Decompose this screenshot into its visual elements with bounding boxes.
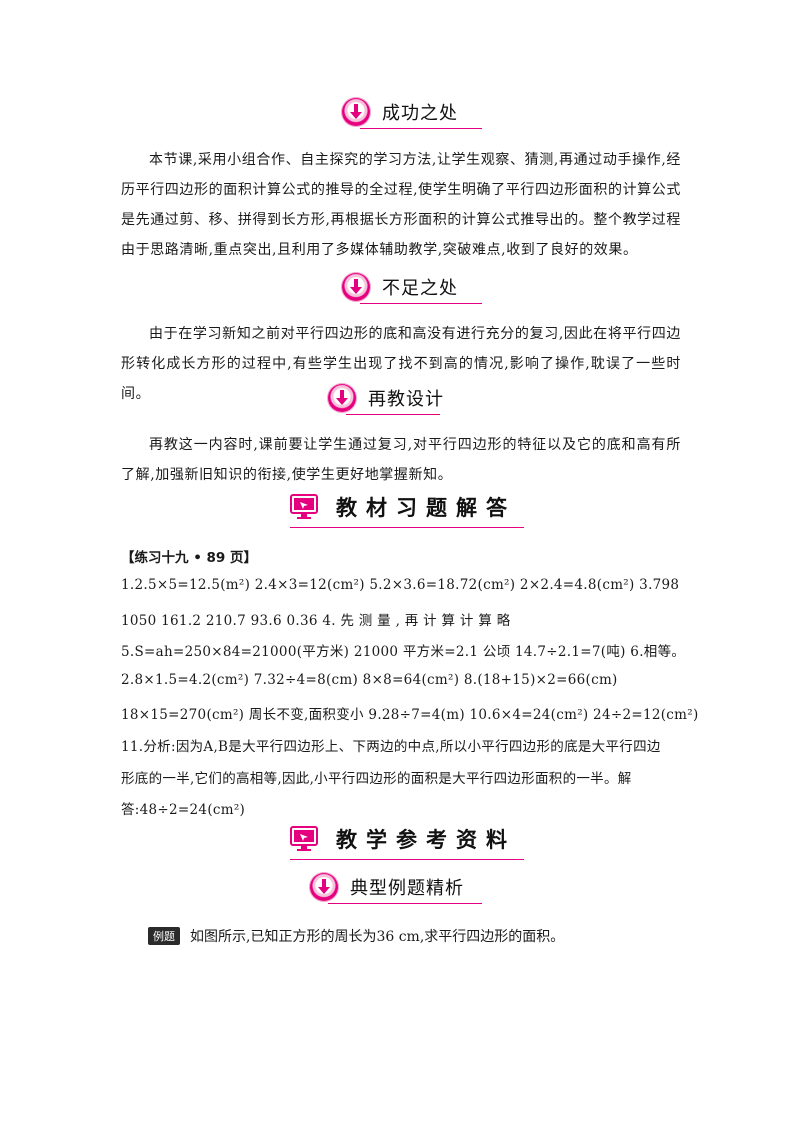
monitor-icon [290, 826, 318, 851]
section-underline [290, 526, 524, 528]
paragraph-redesign: 再教这一内容时,课前要让学生通过复习,对平行四边形的特征以及它的底和高有所了解,… [121, 437, 681, 483]
section-header-answers: 教材习题解答 [290, 492, 524, 528]
section-title: 教学参考资料 [336, 828, 516, 852]
download-arrow-icon [328, 384, 356, 412]
section-header-examples: 典型例题精析 [310, 872, 482, 904]
section-title: 不足之处 [382, 278, 458, 299]
answer-line: 1.2.5×5=12.5(m²) 2.4×3=12(cm²) 5.2×3.6=1… [121, 577, 680, 593]
download-arrow-icon [342, 273, 370, 301]
answer-line: 形底的一半,它们的高相等,因此,小平行四边形的面积是大平行四边形面积的一半。解 [121, 771, 632, 787]
example-question: 例题如图所示,已知正方形的周长为36 cm,求平行四边形的面积。 [148, 926, 564, 946]
section-header-reference: 教学参考资料 [290, 824, 524, 860]
answer-line: 11.分析:因为A,B是大平行四边形上、下两边的中点,所以小平行四边形的底是大平… [121, 739, 661, 755]
exercise-label: 【练习十九 • 89 页】 [121, 550, 258, 566]
paragraph-shortcoming: 由于在学习新知之前对平行四边形的底和高没有进行充分的复习,因此在将平行四边形转化… [121, 326, 681, 402]
monitor-icon [290, 494, 318, 519]
answer-line: 答:48÷2=24(cm²) [121, 802, 246, 818]
section-underline [360, 302, 482, 304]
section-title: 再教设计 [368, 389, 444, 410]
answer-line: 2.8×1.5=4.2(cm²) 7.32÷4=8(cm) 8×8=64(cm²… [121, 672, 618, 688]
section-title: 典型例题精析 [350, 878, 464, 899]
answer-line: 1050 161.2 210.7 93.6 0.36 4. 先 测 量 , 再 … [121, 613, 511, 629]
section-underline [360, 127, 482, 129]
answer-line: 18×15=270(cm²) 周长不变,面积变小 9.28÷7=4(m) 10.… [121, 707, 699, 723]
section-header-redesign: 再教设计 [328, 383, 443, 415]
paragraph-success: 本节课,采用小组合作、自主探究的学习方法,让学生观察、猜测,再通过动手操作,经历… [121, 152, 681, 258]
section-underline [290, 858, 524, 860]
example-text: 如图所示,已知正方形的周长为36 cm,求平行四边形的面积。 [190, 929, 565, 945]
section-title: 成功之处 [382, 103, 458, 124]
section-title: 教材习题解答 [336, 496, 516, 520]
section-underline [346, 413, 440, 415]
answer-line: 5.S=ah=250×84=21000(平方米) 21000 平方米=2.1 公… [121, 644, 686, 660]
download-arrow-icon [342, 98, 370, 126]
section-underline [328, 902, 482, 904]
example-badge: 例题 [148, 927, 180, 945]
download-arrow-icon [310, 873, 338, 901]
section-header-shortcoming: 不足之处 [342, 272, 482, 304]
section-header-success: 成功之处 [342, 97, 482, 129]
